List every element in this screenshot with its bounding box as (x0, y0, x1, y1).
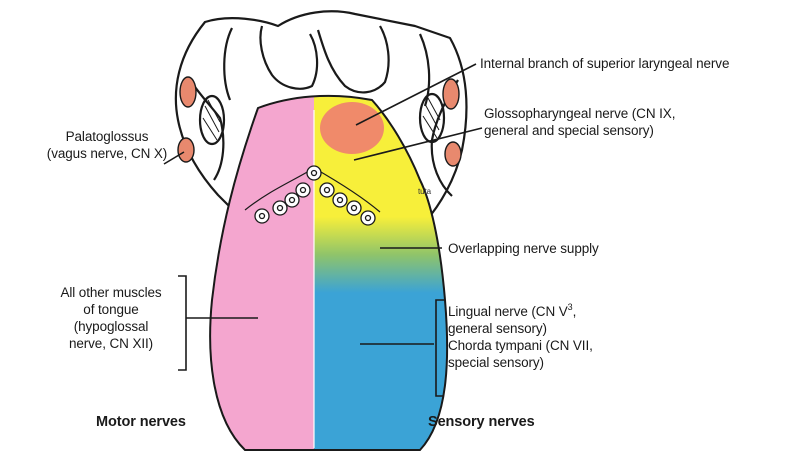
small-tag-label: tuta (418, 183, 431, 200)
glossopharyngeal-label: Glossopharyngeal nerve (CN IX, general a… (484, 105, 675, 139)
motor-nerves-heading: Motor nerves (96, 414, 186, 431)
chorda-line-1: Chorda tympani (CN VII, (448, 337, 593, 354)
palatoglossus-line-1: Palatoglossus (44, 128, 170, 145)
palatoglossus-label: Palatoglossus (vagus nerve, CN X) (44, 128, 170, 162)
glossopharyngeal-line-2: general and special sensory) (484, 122, 675, 139)
chorda-line-2: special sensory) (448, 354, 593, 371)
overlapping-supply-label: Overlapping nerve supply (448, 240, 599, 257)
hypoglossal-line-4: nerve, CN XII) (46, 335, 176, 352)
lingual-chorda-label: Lingual nerve (CN V3, general sensory) C… (448, 303, 593, 371)
hypoglossal-line-3: (hypoglossal (46, 318, 176, 335)
lingual-line-1: Lingual nerve (CN V3, (448, 303, 593, 320)
hypoglossal-label: All other muscles of tongue (hypoglossal… (46, 284, 176, 352)
internal-branch-label: Internal branch of superior laryngeal ne… (480, 55, 729, 72)
hypoglossal-line-2: of tongue (46, 301, 176, 318)
hypoglossal-line-1: All other muscles (46, 284, 176, 301)
lingual-line-2: general sensory) (448, 320, 593, 337)
sensory-nerves-heading: Sensory nerves (428, 414, 535, 431)
glossopharyngeal-line-1: Glossopharyngeal nerve (CN IX, (484, 105, 675, 122)
laryngeal-region (320, 102, 384, 154)
palatoglossus-line-2: (vagus nerve, CN X) (44, 145, 170, 162)
